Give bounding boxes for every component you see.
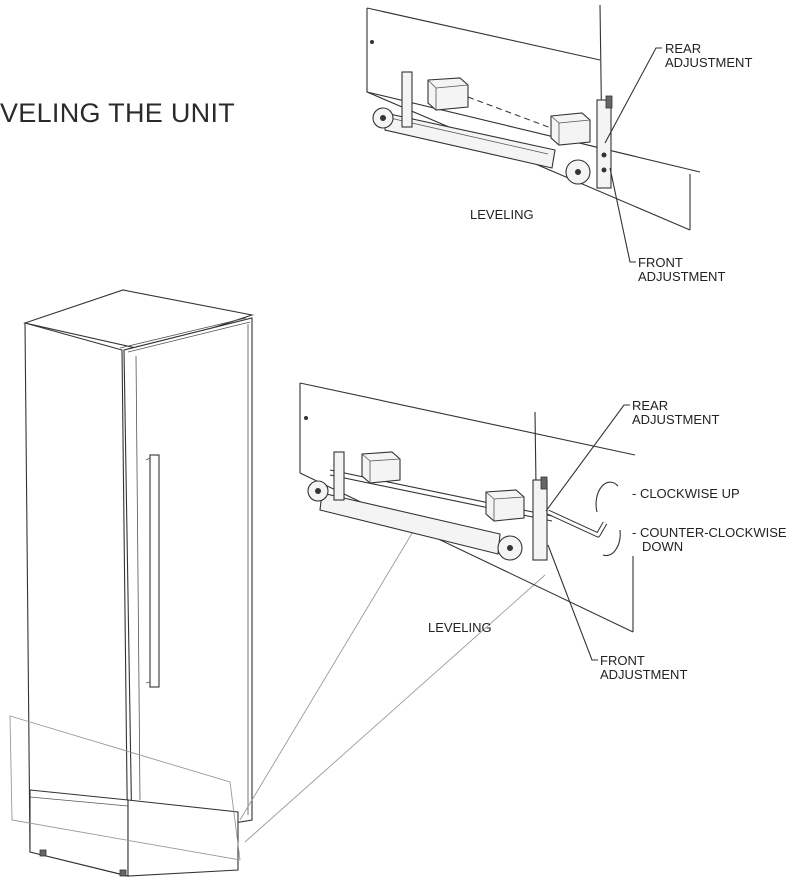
cabinet-base-front <box>127 799 239 877</box>
top-front-adjustment-label: FRONT ADJUSTMENT <box>638 256 725 284</box>
ccw-label-line1: - COUNTER-CLOCKWISE <box>632 525 787 540</box>
door-front <box>123 317 253 841</box>
bottom-leveling-caption: LEVELING <box>428 620 492 635</box>
bottom-leveling-detail <box>299 382 636 661</box>
top-leveling-detail <box>366 4 701 263</box>
refrigerator-unit <box>9 289 546 877</box>
bottom-rear-label-line2: ADJUSTMENT <box>632 412 720 427</box>
top-leveling-caption: LEVELING <box>470 207 534 222</box>
clockwise-arrow <box>595 481 619 513</box>
bottom-front-label-line1: FRONT <box>600 653 645 668</box>
ccw-label-line2: DOWN <box>642 539 684 554</box>
top-rear-label-line2: ADJUSTMENT <box>665 55 753 70</box>
counter-clockwise-down-label: - COUNTER-CLOCKWISE DOWN <box>632 526 787 554</box>
bottom-front-adjustment-label: FRONT ADJUSTMENT <box>600 654 687 682</box>
bottom-rear-label-line1: REAR <box>632 398 669 413</box>
top-rear-adjustment-label: REAR ADJUSTMENT <box>665 42 752 70</box>
door-handle <box>149 454 160 688</box>
cabinet-top <box>22 289 255 351</box>
cabinet-base-left <box>29 789 129 877</box>
bottom-front-label-line2: ADJUSTMENT <box>600 667 688 682</box>
bottom-rear-adjustment-label: REAR ADJUSTMENT <box>632 399 719 427</box>
clockwise-up-label: - CLOCKWISE UP <box>632 486 740 501</box>
page-title: VELING THE UNIT <box>0 98 236 128</box>
top-front-label-line1: FRONT <box>638 255 683 270</box>
top-front-label-line2: ADJUSTMENT <box>638 269 726 284</box>
callout-box <box>9 715 241 861</box>
counter-clockwise-arrow <box>602 529 621 557</box>
top-rear-label-line1: REAR <box>665 41 702 56</box>
